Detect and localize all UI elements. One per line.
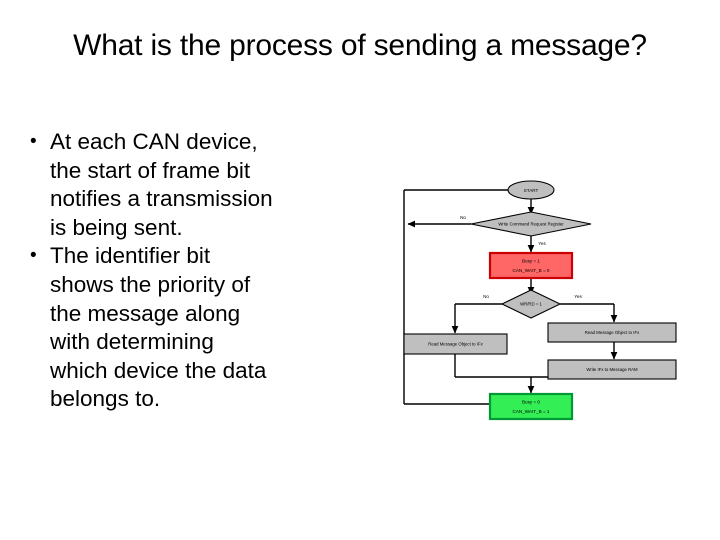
list-item: • The identifier bit shows the priority … [30,242,380,414]
node-busy-clear-line2: CAN_WAIT_B = 1 [513,409,550,414]
node-read-message-object-right: Read Message Object to IFx [547,322,677,343]
node-decision-wr-rd-label: WR/RD = 1 [520,302,542,307]
edge-label-write-command-no: No [460,215,466,220]
node-write-ifx-to-message-ram: Write IFx to Message RAM [547,359,677,380]
bullet-marker-icon: • [30,131,37,152]
flowchart-svg: START Write Command Request Register No … [403,180,677,421]
edge-label-wr-rd-no: No [483,294,489,299]
edge-label-write-command-yes: Yes [538,241,546,246]
bullet-marker-icon: • [30,245,37,267]
node-read-message-object-right-label: Read Message Object to IFx [585,330,640,335]
node-decision-write-command-request-register: Write Command Request Register [470,211,592,237]
node-busy-set-line2: CAN_WAIT_B = 0 [513,268,550,273]
node-read-message-object-left: Read Message Object to IFx [403,333,508,355]
node-start-label: START [524,188,539,193]
node-start: START [507,180,555,200]
can-flowchart-diagram: START Write Command Request Register No … [398,168,694,430]
flowchart-connectors [403,186,618,405]
node-decision-wr-rd: WR/RD = 1 [500,289,562,319]
bullet-list: • At each CAN device, the start of frame… [30,128,380,414]
list-item-text: The identifier bit shows the priority of… [50,243,267,412]
list-item: • At each CAN device, the start of frame… [30,128,380,242]
edge-label-wr-rd-yes: Yes [574,294,582,299]
node-read-message-object-left-label: Read Message Object to IFx [428,342,483,347]
node-busy-set: Busy = 1 CAN_WAIT_B = 0 [488,251,574,280]
node-busy-set-line1: Busy = 1 [522,259,540,264]
node-busy-clear: Busy = 0 CAN_WAIT_B = 1 [488,392,574,421]
list-item-text: At each CAN device, the start of frame b… [50,129,273,240]
page-title: What is the process of sending a message… [73,29,647,62]
node-busy-clear-line1: Busy = 0 [522,400,540,405]
node-write-ifx-to-message-ram-label: Write IFx to Message RAM [586,367,638,372]
node-decision-write-command-label: Write Command Request Register [498,222,564,227]
